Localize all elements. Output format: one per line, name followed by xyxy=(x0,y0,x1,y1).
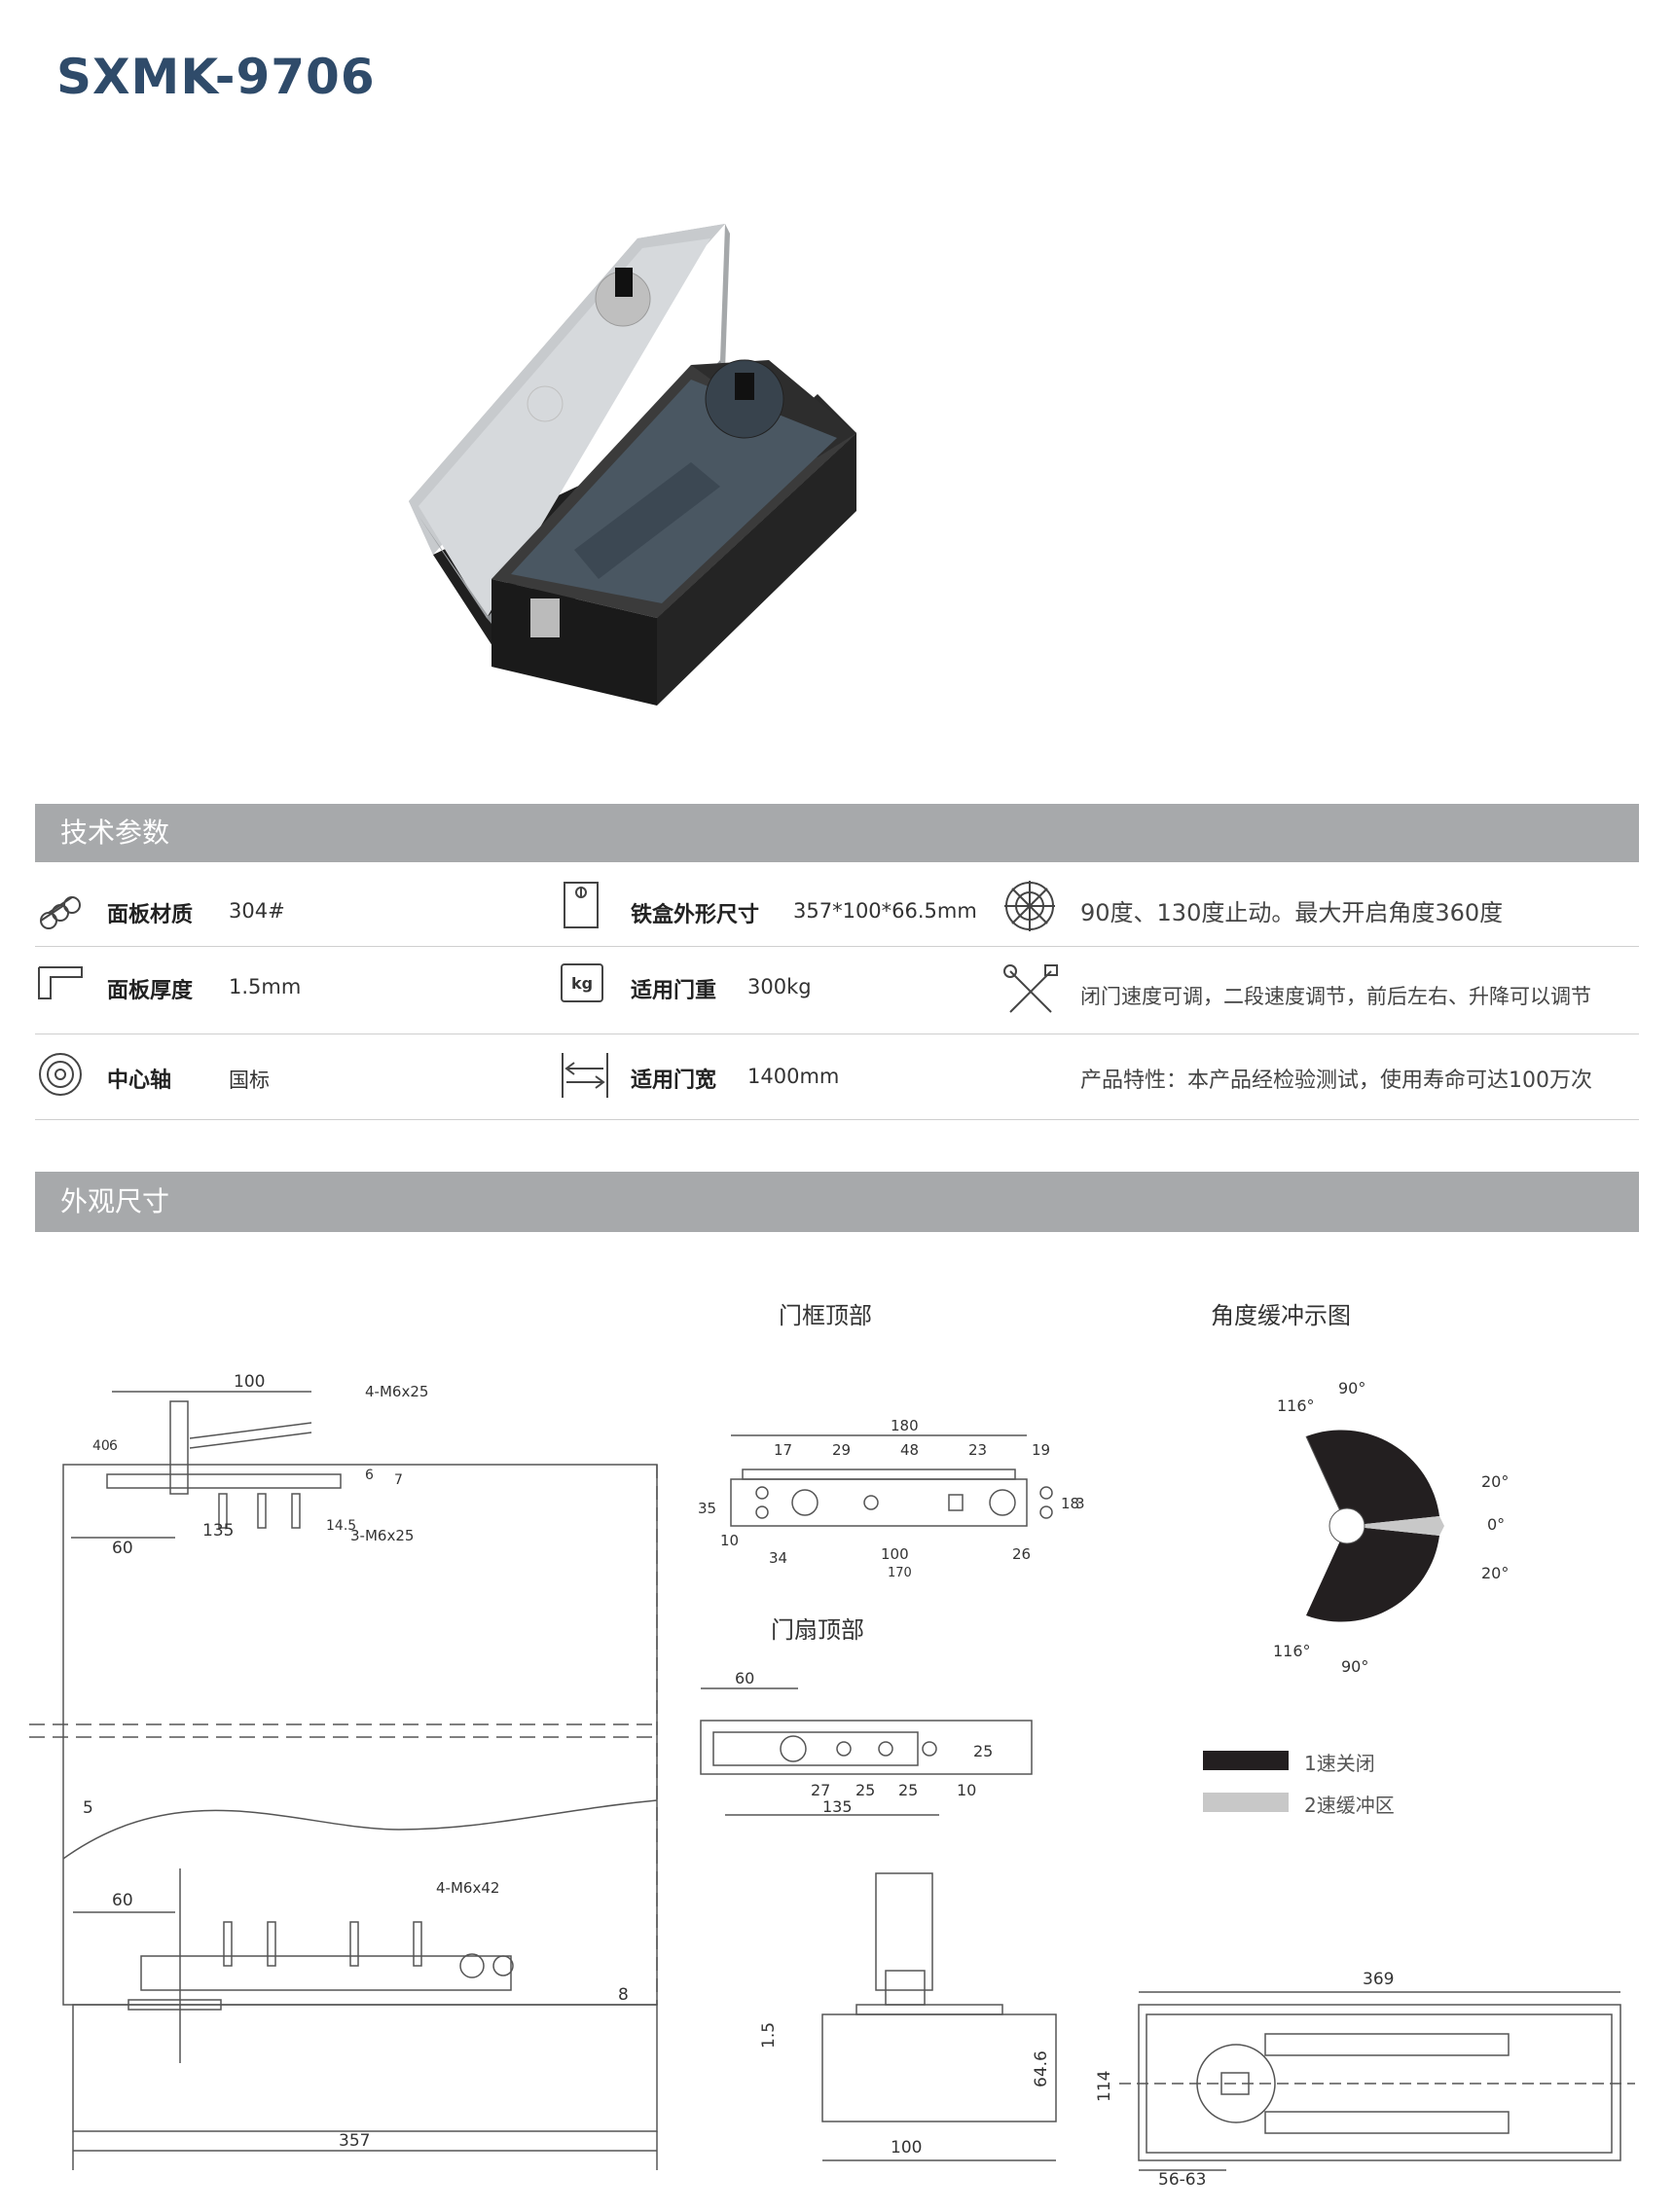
dim-label: 6 xyxy=(365,1468,374,1483)
leaf-top-drawing: 60 25 27 25 25 10 135 xyxy=(700,1669,1033,1816)
dim-label: 5 xyxy=(83,1798,93,1818)
plan-view-drawing: 369 114 56-63 xyxy=(1095,1970,1635,2185)
dim-label: 25 xyxy=(898,1781,918,1799)
door-width-label: 适用门宽 xyxy=(631,1069,717,1093)
frame-top-drawing: 180 17 29 48 23 19 35 10 18 32 34 100 26… xyxy=(698,1417,1085,1580)
dim-label: 135 xyxy=(202,1521,234,1541)
feature-note: 产品特性：本产品经检验测试，使用寿命可达100万次 xyxy=(1080,1069,1592,1093)
dim-label: 40 xyxy=(92,1438,110,1454)
axis-icon xyxy=(39,1053,82,1096)
legend-swatch-buffer xyxy=(1203,1793,1289,1812)
dim-label: 3-M6x25 xyxy=(350,1527,414,1544)
dim-label: 4-M6x42 xyxy=(436,1879,499,1897)
dim-label: 114 xyxy=(1095,2071,1114,2102)
angle-label: 90° xyxy=(1341,1657,1368,1676)
box-icon xyxy=(564,882,599,928)
door-weight-label: 适用门重 xyxy=(631,979,717,1003)
frame-top-label: 门框顶部 xyxy=(779,1302,872,1329)
dim-label: 100 xyxy=(881,1545,909,1563)
dim-label: 17 xyxy=(774,1441,792,1459)
model-title: SXMK-9706 xyxy=(56,49,376,105)
dim-label: 25 xyxy=(855,1781,875,1799)
compass-icon xyxy=(1004,881,1055,931)
divider xyxy=(35,1119,1639,1120)
legend-buffer: 2速缓冲区 xyxy=(1304,1794,1395,1817)
door-weight-value: 300kg xyxy=(747,975,812,998)
dim-label: 19 xyxy=(1032,1441,1050,1459)
pipes-icon xyxy=(40,896,81,929)
dim-label: 60 xyxy=(735,1669,754,1687)
angle-label: 116° xyxy=(1277,1396,1315,1415)
speed-note: 闭门速度可调，二段速度调节，前后左右、升降可以调节 xyxy=(1080,985,1591,1008)
dim-label: 10 xyxy=(957,1781,976,1799)
dim-label: 32 xyxy=(1075,1495,1085,1512)
dim-label: 4-M6x25 xyxy=(365,1383,428,1400)
panel-thickness-value: 1.5mm xyxy=(229,975,302,998)
weight-icon: kg xyxy=(561,963,603,1002)
tools-icon xyxy=(1003,964,1058,1013)
dim-label: 100 xyxy=(234,1372,265,1392)
angle-label: 20° xyxy=(1481,1564,1509,1582)
tech-section-header: 技术参数 xyxy=(35,804,1639,862)
dim-label: 7 xyxy=(394,1472,403,1488)
divider xyxy=(35,1033,1639,1034)
legend-swatch-fast xyxy=(1203,1751,1289,1770)
panel-thickness-label: 面板厚度 xyxy=(107,979,194,1003)
dim-label: 135 xyxy=(822,1797,853,1816)
dim-label: 56-63 xyxy=(1158,2170,1206,2185)
dim-label: 369 xyxy=(1363,1970,1394,1989)
dim-label: 10 xyxy=(720,1532,739,1549)
dim-label: 357 xyxy=(339,2131,370,2151)
leaf-top-label: 门扇顶部 xyxy=(771,1616,864,1644)
dim-label: 6 xyxy=(109,1438,118,1454)
dim-label: 14.5 xyxy=(326,1518,356,1534)
width-icon xyxy=(562,1053,608,1098)
dim-label: 1.5 xyxy=(759,2022,779,2049)
box-size-label: 铁盒外形尺寸 xyxy=(631,903,760,927)
angle-buffer-diagram: 90° 116° 20° 0° 20° 116° 90° xyxy=(1273,1379,1509,1676)
legend-fast: 1速关闭 xyxy=(1304,1752,1375,1775)
side-elevation-drawing: 100 4-M6x25 40 6 6 7 135 14.5 60 3-M6x25… xyxy=(29,1372,658,2170)
angle-label: 90° xyxy=(1338,1379,1365,1397)
door-width-value: 1400mm xyxy=(747,1065,840,1088)
dim-label: 60 xyxy=(112,1539,133,1558)
angle-note: 90度、130度止动。最大开启角度360度 xyxy=(1080,899,1504,926)
dim-label: 100 xyxy=(891,2138,922,2158)
dim-label: 60 xyxy=(112,1891,133,1910)
angle-label: 116° xyxy=(1273,1642,1311,1660)
dim-label: 35 xyxy=(698,1500,716,1517)
cross-section-drawing: 1.5 64.6 100 xyxy=(759,1872,1057,2161)
panel-material-value: 304# xyxy=(229,899,285,923)
axis-label: 中心轴 xyxy=(107,1069,172,1093)
dim-label: 26 xyxy=(1012,1545,1031,1563)
panel-material-label: 面板材质 xyxy=(107,903,194,927)
angle-label: 20° xyxy=(1481,1472,1509,1491)
product-image xyxy=(409,224,856,706)
dim-label: 27 xyxy=(811,1781,830,1799)
dim-label: 29 xyxy=(832,1441,851,1459)
dim-label: 23 xyxy=(968,1441,987,1459)
divider xyxy=(35,946,1639,947)
dim-label: 180 xyxy=(891,1417,919,1434)
dim-label: 18 xyxy=(1061,1495,1079,1512)
dim-label: 34 xyxy=(769,1549,787,1567)
box-size-value: 357*100*66.5mm xyxy=(793,899,977,923)
dim-label: 8 xyxy=(618,1985,629,2005)
angle-diagram-label: 角度缓冲示图 xyxy=(1211,1302,1351,1329)
angle-label: 0° xyxy=(1487,1515,1505,1534)
thickness-icon xyxy=(38,966,83,999)
dim-label: 64.6 xyxy=(1032,2050,1051,2087)
dim-label: 25 xyxy=(973,1742,993,1760)
dims-section-header: 外观尺寸 xyxy=(35,1172,1639,1232)
axis-value: 国标 xyxy=(229,1069,270,1092)
dim-label: 170 xyxy=(888,1566,912,1580)
dim-label: 48 xyxy=(900,1441,919,1459)
